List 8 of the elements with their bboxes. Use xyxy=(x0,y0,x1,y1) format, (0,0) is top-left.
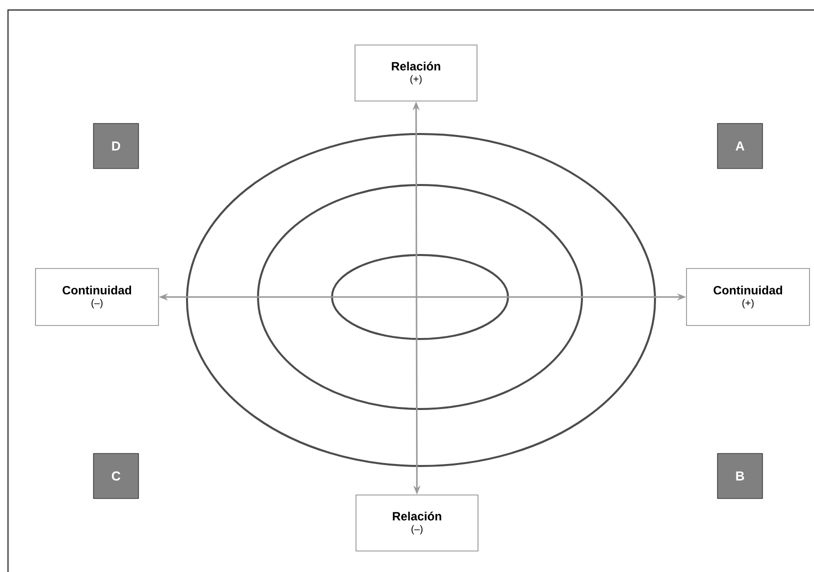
axis-label-box: Continuidad (+) xyxy=(686,268,810,326)
axis-label-box: Continuidad (–) xyxy=(35,268,159,326)
quadrant-letter-box: B xyxy=(717,453,763,499)
quadrant-letter-box: C xyxy=(93,453,139,499)
quadrant-letter-box: D xyxy=(93,123,139,169)
axis-label-box: Relación (–) xyxy=(356,494,478,552)
axis-label-box: Relación (+) xyxy=(354,44,478,102)
quadrant-letter-box: A xyxy=(717,123,763,169)
